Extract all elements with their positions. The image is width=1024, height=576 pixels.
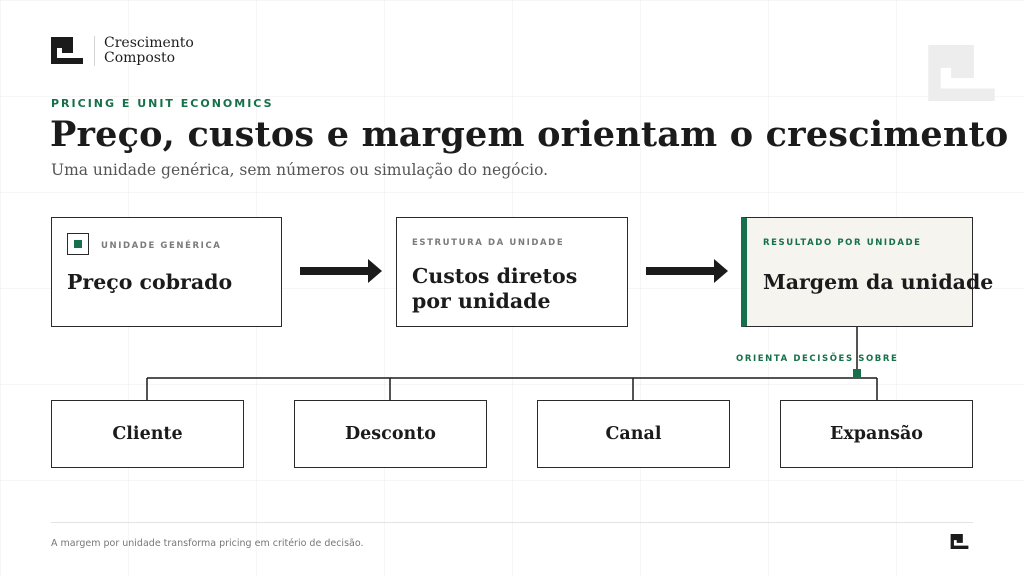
- step-title: Margem da unidade: [763, 270, 994, 294]
- arrow-right-icon: [300, 259, 382, 283]
- brand-name-line1: Crescimento: [104, 35, 194, 51]
- page-subtitle: Uma unidade genérica, sem números ou sim…: [51, 161, 549, 179]
- step-card-price: UNIDADE GENÉRICA Preço cobrado: [51, 217, 282, 327]
- footer-divider: [51, 522, 973, 523]
- step-label: RESULTADO POR UNIDADE: [763, 238, 922, 248]
- step-title: Preço cobrado: [67, 270, 233, 294]
- connector-label: ORIENTA DECISÕES SOBRE: [736, 354, 899, 364]
- decision-box-canal: Canal: [537, 400, 730, 468]
- brand-watermark-icon: [928, 45, 995, 101]
- step-label: ESTRUTURA DA UNIDADE: [412, 238, 565, 248]
- step-card-costs: ESTRUTURA DA UNIDADE Custos diretos por …: [396, 217, 628, 327]
- step-title: Custos diretos por unidade: [412, 264, 577, 314]
- brand-logo-icon: [51, 37, 83, 64]
- step-title-line2: por unidade: [412, 289, 551, 313]
- step-title-line1: Custos diretos: [412, 264, 578, 288]
- footer-logo-icon: [950, 534, 969, 549]
- decision-box-desconto: Desconto: [294, 400, 487, 468]
- brand-name: Crescimento Composto: [104, 36, 194, 66]
- arrow-right-icon: [646, 259, 728, 283]
- page-title: Preço, custos e margem orientam o cresci…: [50, 114, 1009, 155]
- step-card-margin: RESULTADO POR UNIDADE Margem da unidade: [741, 217, 993, 327]
- unit-square-icon: [67, 233, 89, 255]
- brand-name-line2: Composto: [104, 50, 176, 66]
- decision-box-expansao: Expansão: [780, 400, 973, 468]
- decision-box-cliente: Cliente: [51, 400, 244, 468]
- logo-divider: [94, 36, 95, 66]
- step-label: UNIDADE GENÉRICA: [101, 241, 222, 251]
- section-eyebrow: PRICING E UNIT ECONOMICS: [51, 97, 274, 110]
- footer-note: A margem por unidade transforma pricing …: [51, 538, 364, 549]
